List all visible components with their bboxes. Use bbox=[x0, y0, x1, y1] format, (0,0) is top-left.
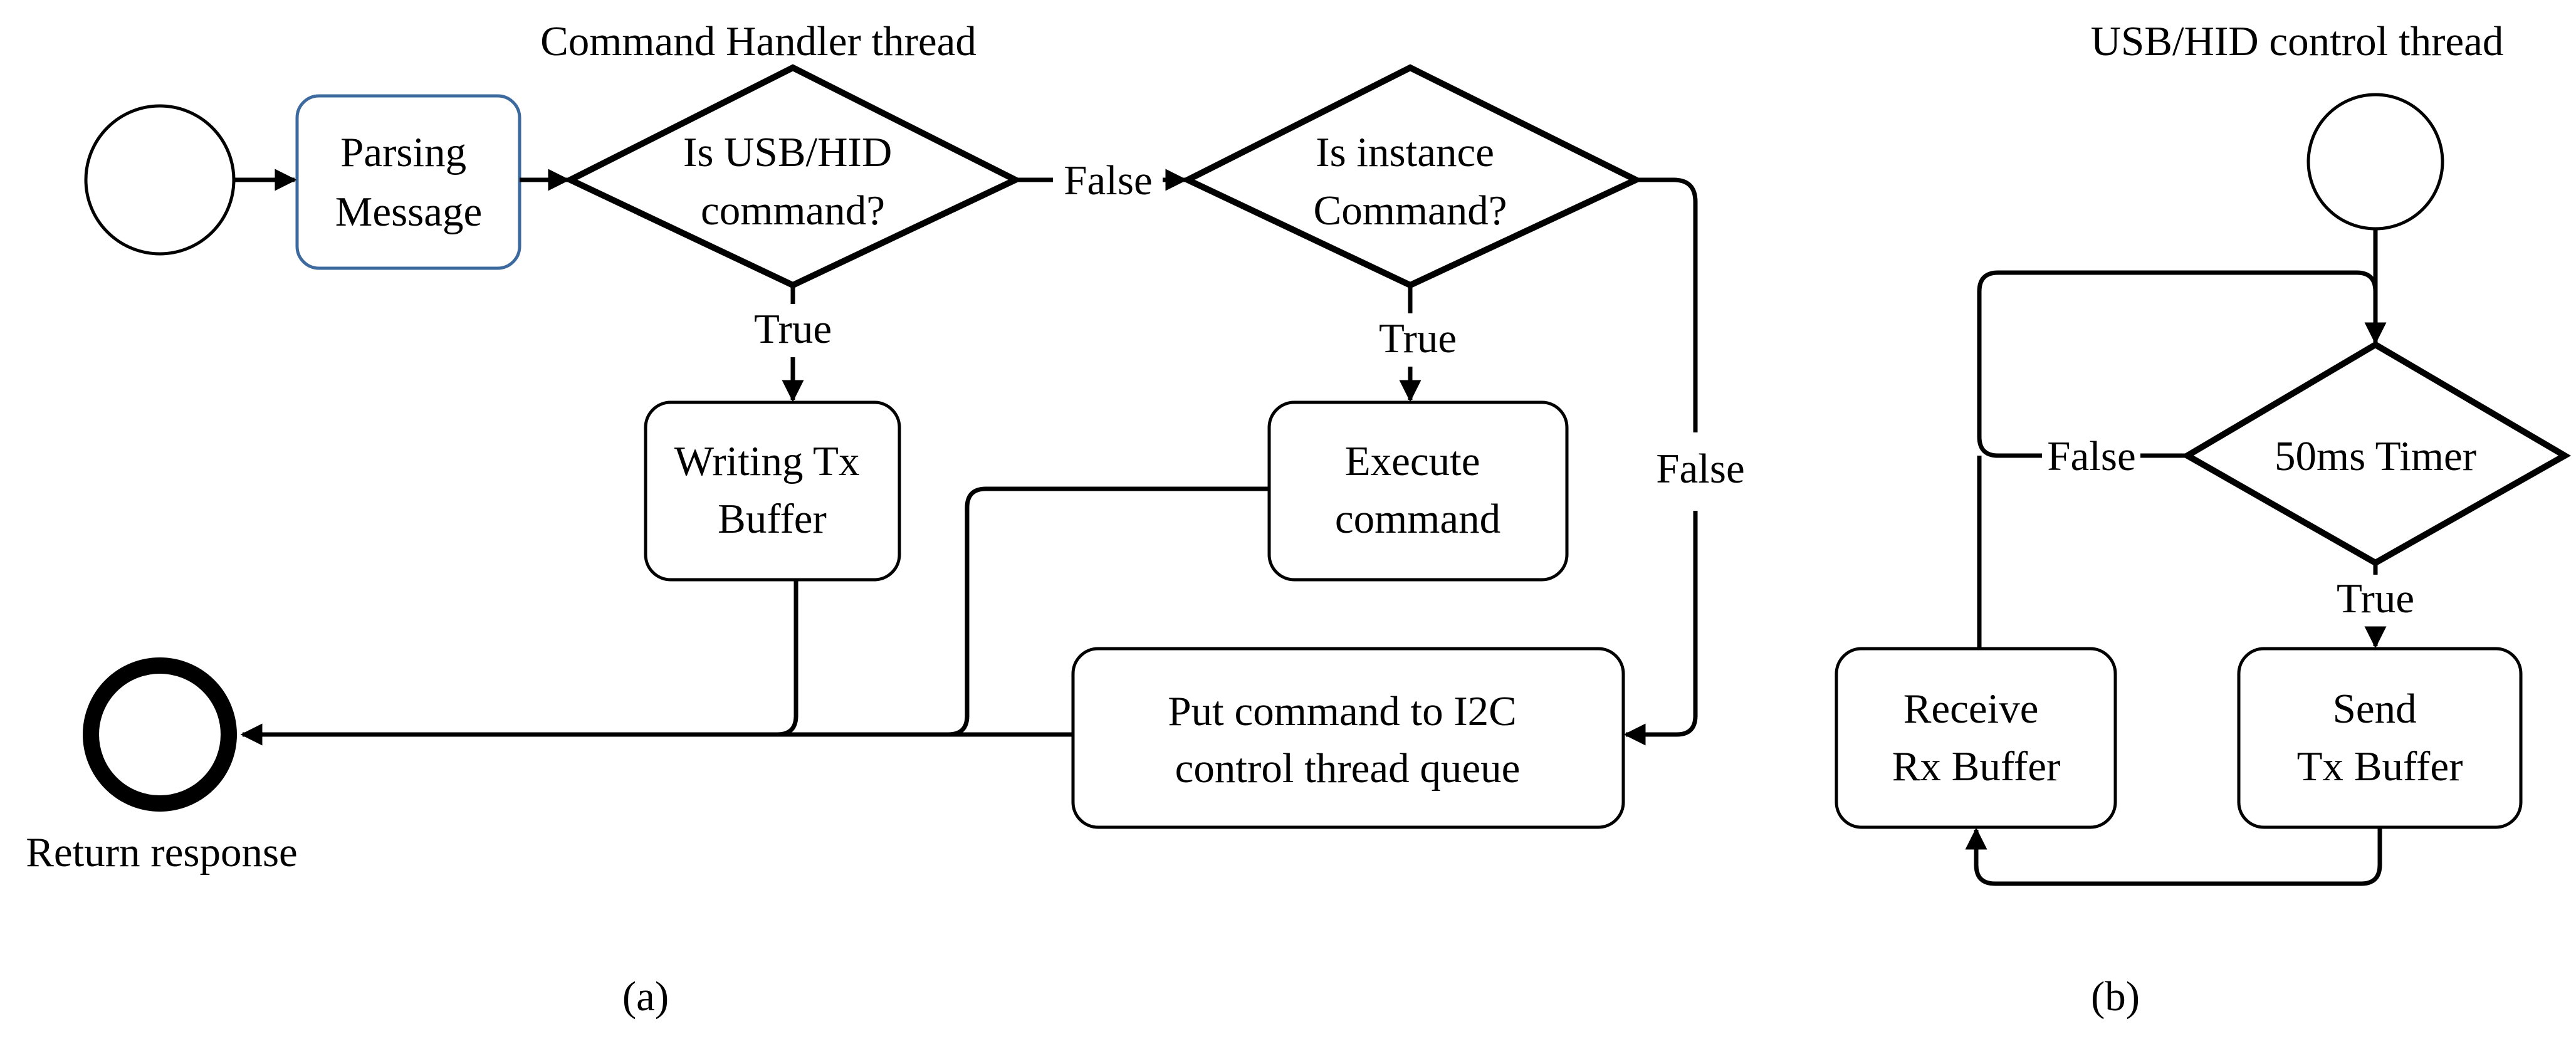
parsing-message-text: Parsing Message bbox=[335, 129, 482, 235]
edge-label-instance-false: False bbox=[1656, 446, 1744, 492]
receive-rx-buffer-box bbox=[1835, 647, 2117, 829]
edge-label-timer-true: True bbox=[2337, 575, 2414, 622]
edge-instance-false-bottom bbox=[1623, 511, 1698, 746]
edge-timer-false-loop bbox=[1977, 270, 2378, 458]
decision-usb-hid-text: Is USB/HID command? bbox=[683, 129, 903, 234]
decision-instance-text: Is instance Command? bbox=[1314, 129, 1507, 234]
panel-a: Command Handler thread Parsing Message I… bbox=[26, 18, 1744, 1020]
put-command-i2c-box bbox=[1071, 647, 1625, 829]
parsing-message-box bbox=[295, 94, 521, 270]
edge-send-to-receive bbox=[1965, 827, 2382, 886]
decision-50ms-timer-text: 50ms Timer bbox=[2275, 433, 2476, 479]
panel-b: USB/HID control thread 50ms Timer Send T… bbox=[1835, 18, 2572, 1020]
writing-tx-buffer-text: Writing Tx Buffer bbox=[674, 438, 870, 542]
edge-writing-to-return bbox=[777, 580, 798, 737]
edge-execute-to-return bbox=[948, 486, 1269, 737]
execute-command-box bbox=[1267, 400, 1569, 582]
put-command-i2c-text: Put command to I2C control thread queue bbox=[1168, 688, 1527, 792]
send-tx-buffer-text: Send Tx Buffer bbox=[2297, 686, 2463, 790]
send-tx-buffer-box bbox=[2237, 647, 2523, 829]
decision-usb-hid-command bbox=[563, 64, 1023, 289]
panel-b-title: USB/HID control thread bbox=[2091, 18, 2504, 65]
return-response-label: Return response bbox=[26, 829, 298, 876]
panel-b-caption: (b) bbox=[2091, 973, 2140, 1020]
start-node bbox=[84, 104, 236, 256]
start-node-b bbox=[2306, 93, 2444, 231]
edge-label-instance-true: True bbox=[1379, 315, 1457, 362]
edge-label-usb-true: True bbox=[754, 306, 832, 352]
panel-a-title: Command Handler thread bbox=[540, 18, 976, 65]
panel-a-caption: (a) bbox=[622, 973, 669, 1020]
receive-rx-buffer-text: Receive Rx Buffer bbox=[1892, 686, 2061, 790]
end-node-return-response bbox=[83, 657, 237, 812]
edge-instance-false-top bbox=[1636, 177, 1698, 432]
writing-tx-buffer-box bbox=[644, 400, 901, 582]
edge-label-timer-false: False bbox=[2047, 433, 2135, 479]
edge-label-usb-false: False bbox=[1064, 157, 1152, 204]
decision-instance-command bbox=[1180, 64, 1643, 289]
execute-command-text: Execute command bbox=[1335, 438, 1500, 542]
